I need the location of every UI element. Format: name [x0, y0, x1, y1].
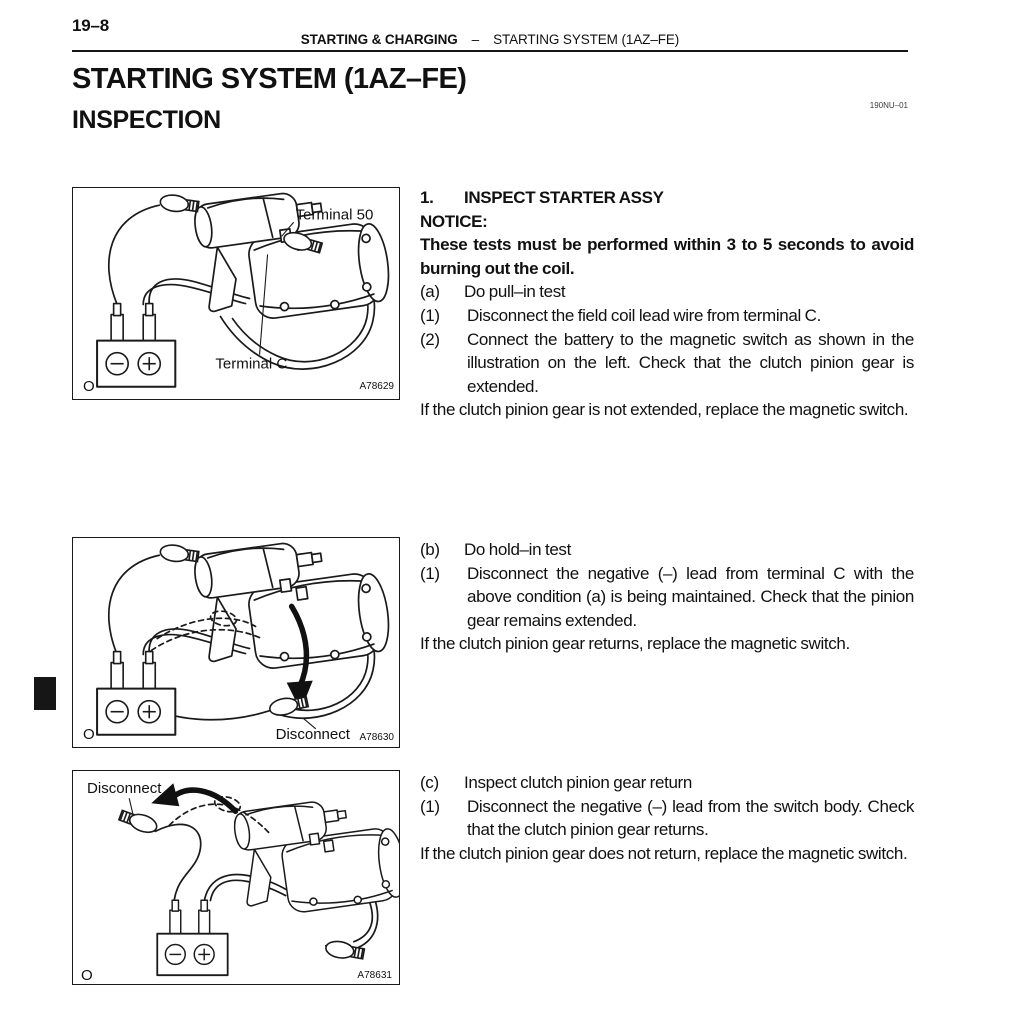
- substep-a1-row: (1) Disconnect the field coil lead wire …: [420, 304, 914, 328]
- wire-connector-top: [158, 192, 201, 216]
- instruction-block-c: (c) Inspect clutch pinion gear return (1…: [420, 771, 914, 865]
- substep-c1-row: (1) Disconnect the negative (–) lead fro…: [420, 795, 914, 842]
- substep-a2-text: Connect the battery to the magnetic swit…: [467, 329, 914, 396]
- figure-pinion-gear-return: Disconnect O A78631: [72, 770, 400, 985]
- step-heading: INSPECT STARTER ASSY: [464, 188, 664, 207]
- figure-code: A78629: [359, 381, 394, 392]
- substep-c-row: (c) Inspect clutch pinion gear return: [420, 771, 914, 795]
- battery: [156, 899, 229, 977]
- terminal50-leader-line: [281, 221, 295, 237]
- terminalc-label: Terminal C: [215, 356, 287, 373]
- disconnect-leader-line: [128, 798, 134, 816]
- substep-c1-text: Disconnect the negative (–) lead from th…: [467, 796, 914, 840]
- wire-end-connector: [323, 938, 366, 963]
- figure-hold-in-test: Disconnect O A78630: [72, 537, 400, 748]
- substep-c-letter: (c): [420, 773, 439, 792]
- disconnected-lead-connector: [117, 806, 160, 837]
- figure-origin-label: O: [83, 726, 95, 743]
- instruction-block-b: (b) Do hold–in test (1) Disconnect the n…: [420, 538, 914, 656]
- substep-c-note: If the clutch pinion gear does not retur…: [420, 843, 908, 863]
- step-heading-row: 1. INSPECT STARTER ASSY: [420, 186, 914, 210]
- battery-positive-wire-2: [209, 879, 287, 902]
- figure-code: A78631: [357, 970, 392, 981]
- disconnect-arrow: [168, 787, 239, 815]
- battery: [96, 302, 177, 388]
- page-number: 19–8: [72, 16, 110, 35]
- notice-text: These tests must be performed within 3 t…: [420, 235, 914, 278]
- battery-negative-wire: [107, 204, 161, 306]
- removed-lead-dashed-wire-2: [242, 811, 271, 835]
- disconnect-leader-line: [303, 718, 317, 730]
- battery-negative-wire: [107, 554, 161, 656]
- pull-in-test-illustration: Terminal 50 Terminal C O A78629: [83, 188, 394, 395]
- substep-a2-number: (2): [420, 329, 440, 349]
- binding-tab-marker: [34, 677, 56, 710]
- running-header-separator: –: [471, 32, 480, 47]
- starter-motor: [231, 789, 399, 921]
- disconnect-arrowhead: [286, 680, 313, 711]
- substep-a1-number: (1): [420, 305, 440, 325]
- substep-b-title: Do hold–in test: [464, 540, 571, 559]
- running-header-section: STARTING & CHARGING: [300, 32, 458, 47]
- figure-pull-in-test: Terminal 50 Terminal C O A78629: [72, 187, 400, 400]
- substep-a-letter: (a): [420, 282, 440, 302]
- doc-code: 190NU–01: [869, 101, 908, 110]
- battery: [96, 650, 177, 736]
- removed-connector-dashed: [213, 795, 242, 813]
- disconnect-label: Disconnect: [276, 726, 351, 743]
- removed-connector-dashed: [209, 610, 238, 627]
- substep-a-note: If the clutch pinion gear is not extende…: [420, 400, 909, 420]
- substep-b1-row: (1) Disconnect the negative (–) lead fro…: [420, 562, 914, 633]
- substep-b-letter: (b): [420, 540, 440, 559]
- figure-origin-label: O: [81, 967, 93, 984]
- disconnect-arrow: [288, 603, 310, 690]
- wire-connector-top: [158, 542, 201, 566]
- substep-b1-text: Disconnect the negative (–) lead from te…: [467, 563, 914, 630]
- pinion-return-illustration: Disconnect O A78631: [81, 780, 399, 984]
- running-header: STARTING & CHARGING–STARTING SYSTEM (1AZ…: [72, 32, 908, 52]
- removed-lead-dashed-wire: [156, 617, 257, 640]
- substep-a-row: (a) Do pull–in test: [420, 280, 914, 304]
- battery-positive-wire: [203, 873, 291, 902]
- terminal50-label: Terminal 50: [296, 206, 374, 223]
- hold-in-test-illustration: Disconnect O A78630: [83, 538, 394, 743]
- step-number: 1.: [420, 188, 434, 207]
- running-header-subsection: STARTING SYSTEM (1AZ–FE): [493, 32, 680, 47]
- substep-b-note: If the clutch pinion gear returns, repla…: [420, 634, 850, 654]
- substep-c-title: Inspect clutch pinion gear return: [464, 773, 692, 792]
- figure-origin-label: O: [83, 378, 95, 395]
- instruction-block-a: 1. INSPECT STARTER ASSY NOTICE: These te…: [420, 186, 914, 422]
- removed-lead-dashed-wire-2: [150, 628, 263, 652]
- disconnect-label: Disconnect: [87, 780, 162, 797]
- disconnected-lead-connector: [267, 693, 310, 719]
- terminalc-leader-line: [259, 254, 269, 355]
- substep-c1-number: (1): [420, 796, 440, 816]
- substep-a-title: Do pull–in test: [464, 282, 566, 302]
- substep-b-row: (b) Do hold–in test: [420, 538, 914, 562]
- figure-code: A78630: [359, 732, 394, 743]
- disconnected-lead-wire: [154, 823, 202, 901]
- disconnect-arrowhead: [151, 783, 180, 807]
- substep-a2-row: (2) Connect the battery to the magnetic …: [420, 328, 914, 399]
- section-heading: INSPECTION: [72, 106, 221, 134]
- substep-b1-number: (1): [420, 563, 440, 583]
- substep-a1-text: Disconnect the field coil lead wire from…: [467, 305, 821, 325]
- notice-label: NOTICE:: [420, 211, 488, 231]
- page-title: STARTING SYSTEM (1AZ–FE): [72, 63, 467, 95]
